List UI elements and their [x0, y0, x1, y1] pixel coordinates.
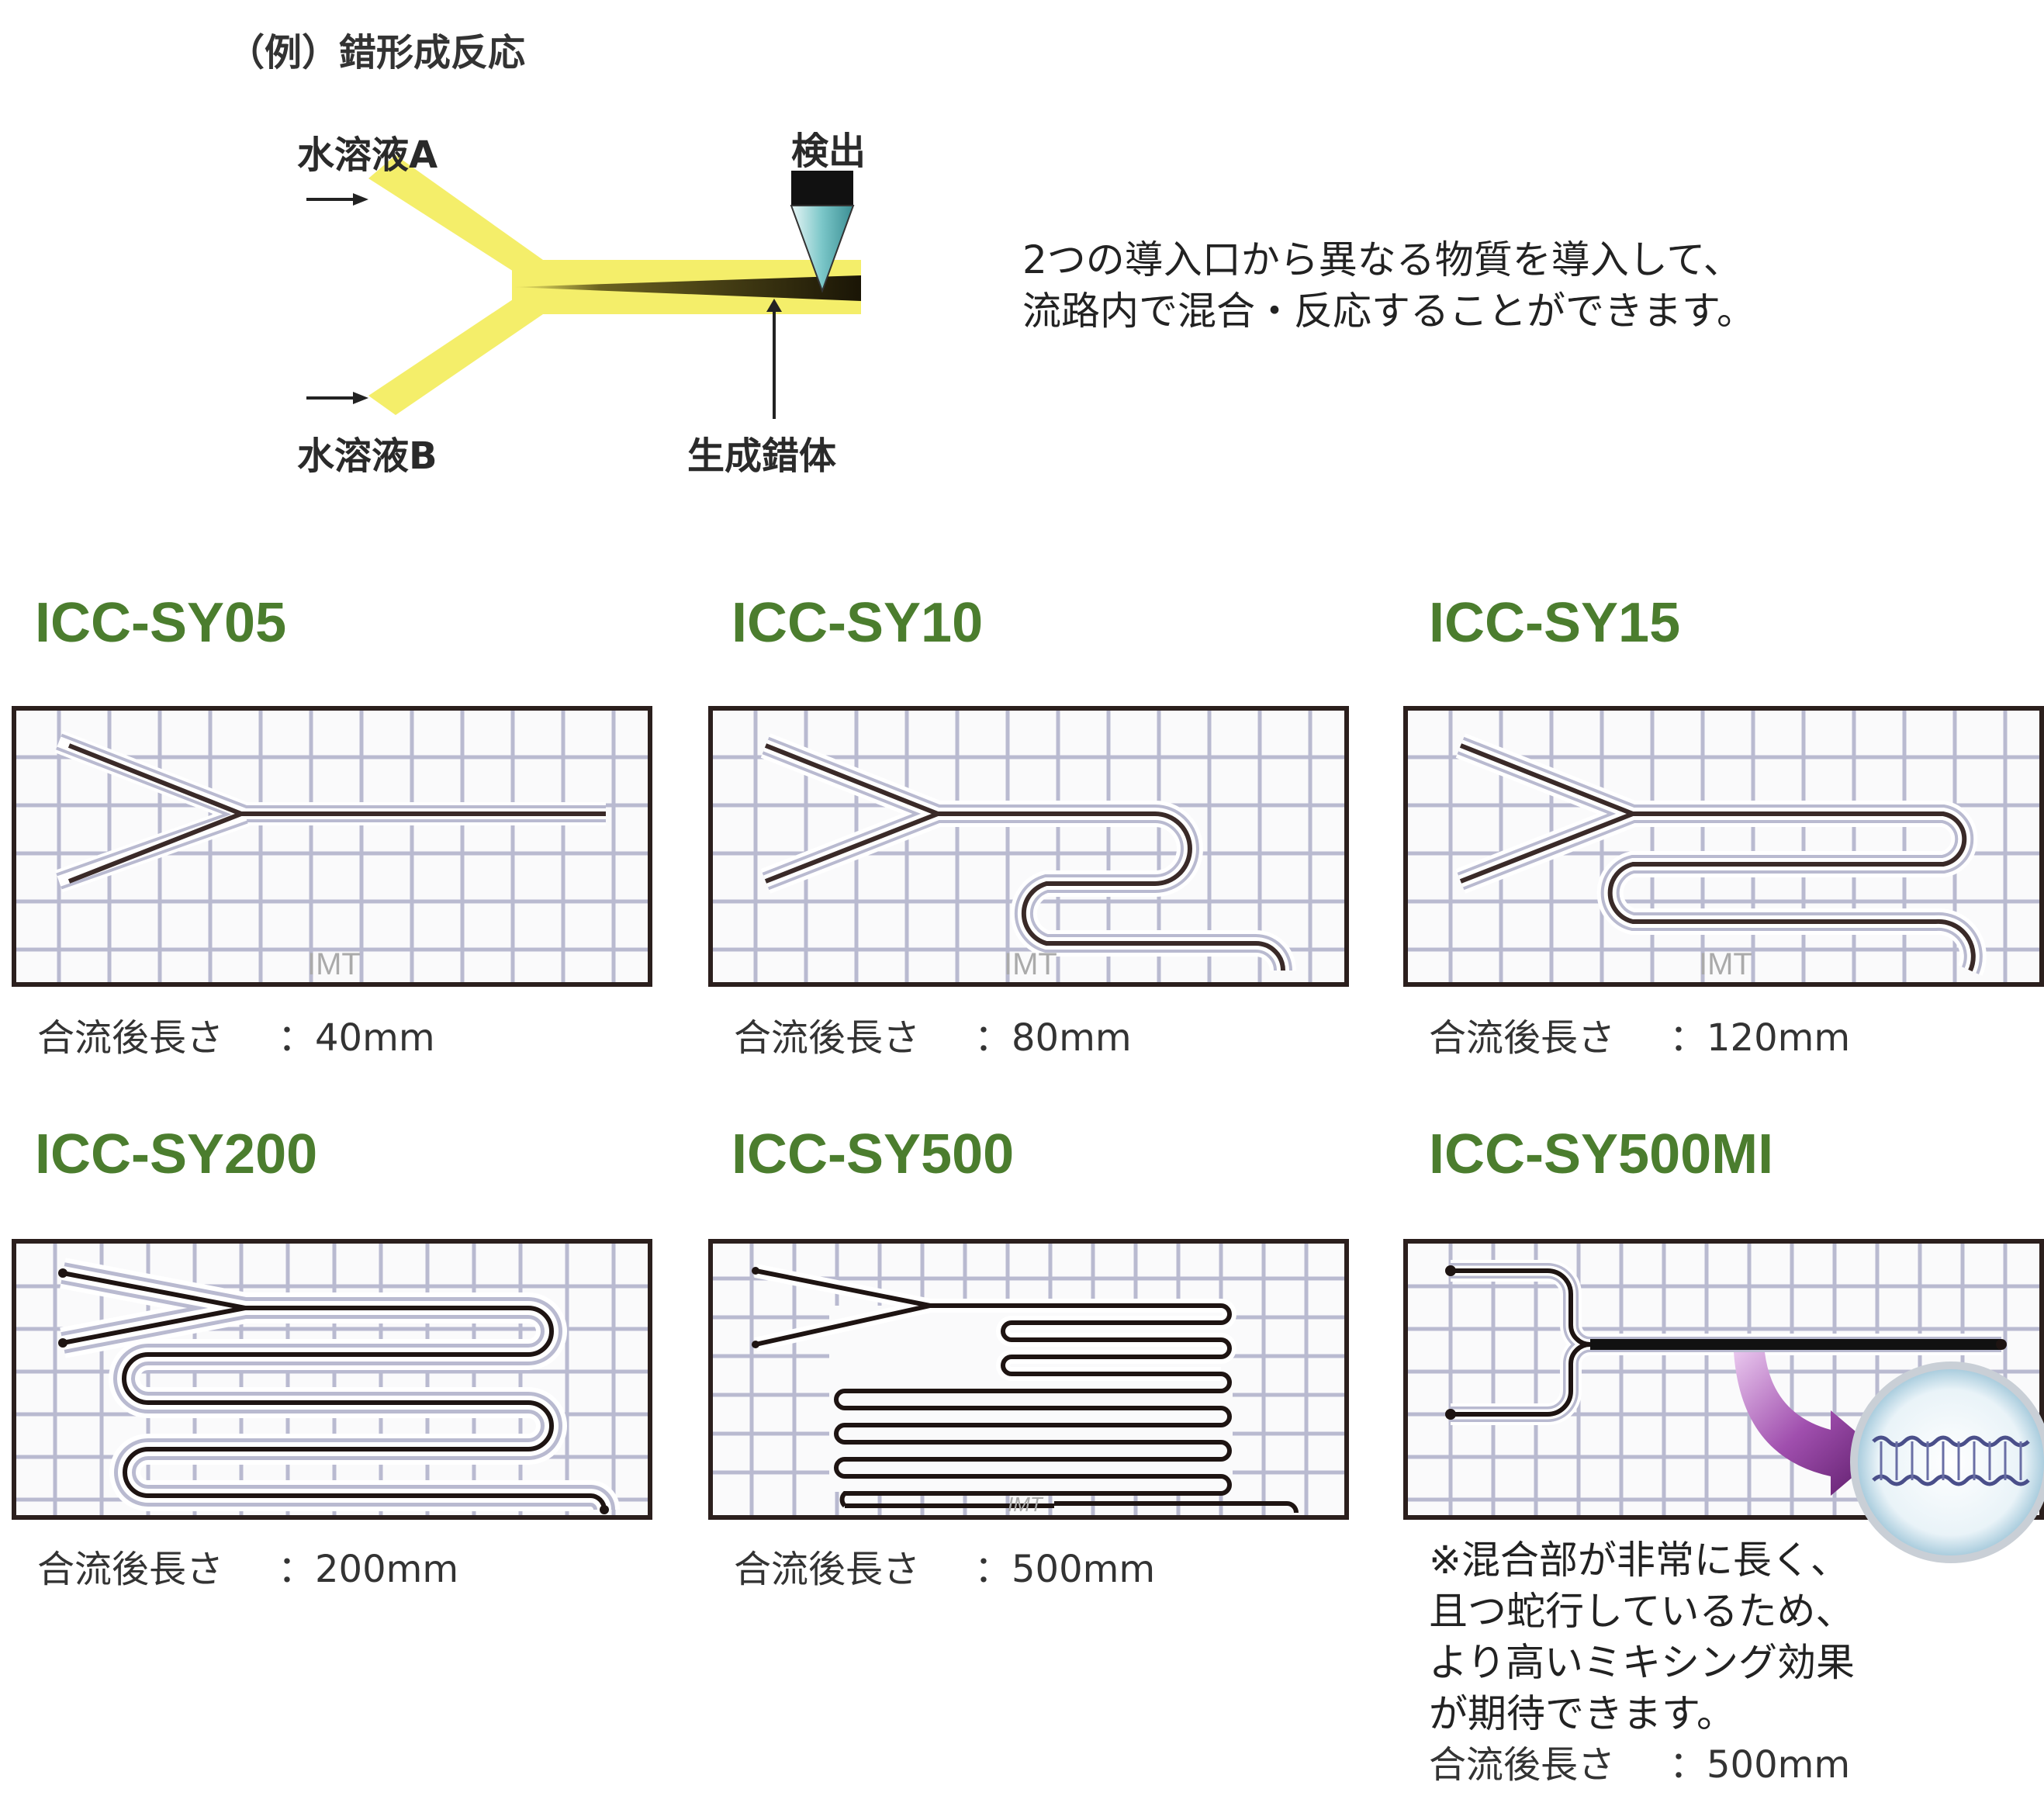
label-detection: 検出 — [791, 130, 866, 173]
description-line-2: 流路内で混合・反応することができます。 — [1022, 289, 1755, 334]
note-line-3: より高いミキシング効果 — [1429, 1640, 1855, 1685]
description-line-1: 2つの導入口から異なる物質を導入して、 — [1022, 237, 1742, 282]
length-sy200: 合流後長さ ：200mm — [37, 1538, 458, 1593]
length-sy500: 合流後長さ ：500mm — [734, 1538, 1155, 1593]
chip-sy10: IMT — [708, 706, 1349, 987]
label-solution-a: 水溶液A — [297, 133, 438, 177]
channel — [764, 743, 1285, 971]
note-line-1: ※混合部が非常に長く、 — [1429, 1538, 1849, 1583]
chip-sy500-svg: IMT — [713, 1244, 1344, 1515]
chip-imt-mark: IMT — [1699, 947, 1752, 981]
magnify-arrow-icon — [1734, 1352, 1881, 1496]
length-value: ：200mm — [278, 1548, 459, 1591]
note-line-4: が期待できます。 — [1429, 1691, 1735, 1736]
chip-imt-mark: IMT — [1004, 947, 1057, 981]
label-product-complex: 生成錯体 — [687, 434, 837, 478]
channel — [1459, 743, 1976, 972]
intro-description: 2つの導入口から異なる物質を導入して、 流路内で混合・反応することができます。 — [1022, 234, 1755, 337]
channel — [67, 743, 606, 884]
length-label: 合流後長さ — [37, 1548, 224, 1591]
model-title-sy15: ICC-SY15 — [1429, 592, 1681, 654]
chip-sy500: IMT — [708, 1239, 1349, 1520]
inlet-a-channel — [368, 155, 543, 275]
inlet-b-channel — [368, 295, 543, 415]
length-label: 合流後長さ — [1429, 1743, 1616, 1787]
chip-sy200-svg — [16, 1244, 648, 1515]
chip-sy05-svg: IMT — [16, 711, 648, 982]
chip-imt-mark: IMT — [307, 947, 361, 981]
length-sy05: 合流後長さ ：40mm — [37, 1007, 435, 1061]
channel — [755, 1268, 1299, 1514]
model-title-sy05: ICC-SY05 — [35, 592, 287, 654]
length-sy500mi: 合流後長さ ：500mm — [1429, 1739, 1855, 1791]
chip-sy500mi-svg — [1408, 1244, 2044, 1563]
model-title-sy500mi: ICC-SY500MI — [1429, 1123, 1774, 1185]
chip-sy200 — [12, 1239, 652, 1520]
length-label: 合流後長さ — [37, 1016, 224, 1060]
reaction-diagram-svg — [306, 155, 861, 419]
channel — [1451, 1268, 2001, 1417]
chip-sy15-svg: IMT — [1408, 711, 2039, 982]
chip-sy05: IMT — [12, 706, 652, 987]
length-label: 合流後長さ — [734, 1016, 921, 1060]
label-solution-b: 水溶液B — [297, 434, 438, 478]
length-label: 合流後長さ — [734, 1548, 921, 1591]
detector-body — [791, 171, 853, 206]
model-title-sy200: ICC-SY200 — [35, 1123, 318, 1185]
length-value: ：500mm — [974, 1548, 1156, 1591]
example-title: （例）錯形成反応 — [227, 31, 526, 74]
product-stream — [512, 275, 861, 301]
magnifier-icon — [1850, 1362, 2044, 1563]
length-label: 合流後長さ — [1429, 1016, 1616, 1060]
channel — [62, 1271, 607, 1510]
length-value: ：40mm — [278, 1016, 435, 1060]
model-title-sy10: ICC-SY10 — [731, 592, 984, 654]
length-sy15: 合流後長さ ：120mm — [1429, 1007, 1850, 1061]
model-title-sy500: ICC-SY500 — [731, 1123, 1015, 1185]
chip-imt-mark: IMT — [1008, 1493, 1044, 1515]
sy500mi-note: ※混合部が非常に長く、 且つ蛇行しているため、 より高いミキシング効果 が期待で… — [1429, 1535, 1855, 1791]
detector-cone — [790, 205, 855, 293]
chip-sy10-svg: IMT — [713, 711, 1344, 982]
chip-sy500mi — [1403, 1239, 2044, 1563]
length-value: ：120mm — [1669, 1016, 1851, 1060]
length-value: ：80mm — [974, 1016, 1132, 1060]
note-line-2: 且つ蛇行しているため、 — [1429, 1589, 1855, 1634]
length-value: ：500mm — [1669, 1743, 1851, 1787]
chip-sy15: IMT — [1403, 706, 2044, 987]
length-sy10: 合流後長さ ：80mm — [734, 1007, 1132, 1061]
reaction-diagram — [295, 109, 884, 473]
